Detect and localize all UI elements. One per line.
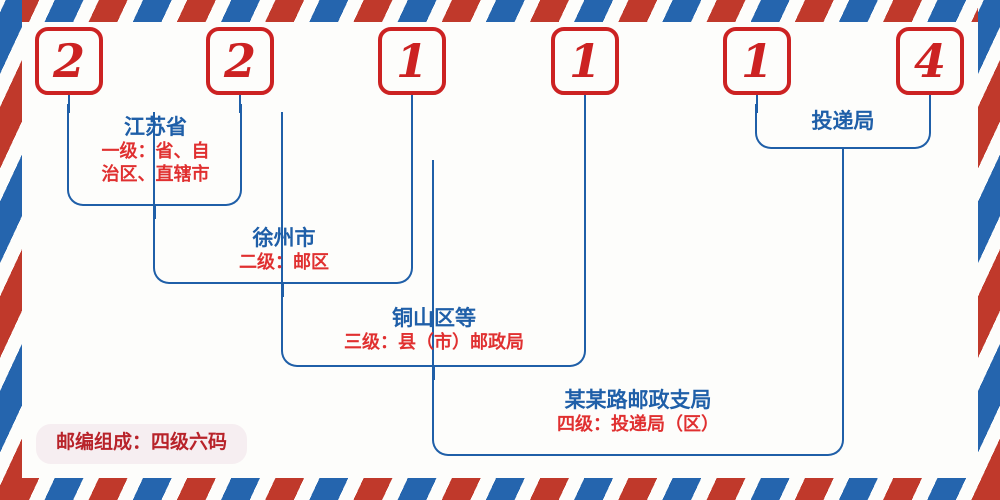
label-level-2: 徐州市 二级：邮区 (180, 225, 388, 274)
postcode-digit-5: 1 (740, 34, 773, 88)
label-delivery-office: 投递局 (757, 108, 929, 134)
label-level-3: 铜山区等 三级：县（市）邮政局 (305, 305, 563, 354)
stem-digit-4 (584, 95, 586, 113)
postcode-digit-1: 2 (52, 34, 85, 88)
label-level-1-subtitle-line1: 一级：省、自 (101, 140, 210, 162)
legend-badge: 邮编组成：四级六码 (36, 424, 248, 464)
label-level-1-subtitle-line2: 治区、直辖市 (101, 164, 210, 185)
label-level-4-title: 某某路邮政支局 (564, 387, 712, 412)
postcode-digit-box-1[interactable]: 2 (35, 27, 103, 95)
postcode-digit-box-3[interactable]: 1 (378, 27, 446, 95)
bracket-level-4 (432, 160, 844, 456)
postcode-digit-box-6[interactable]: 4 (896, 27, 964, 95)
postcode-digit-3: 1 (395, 34, 428, 88)
label-delivery-office-title: 投递局 (811, 108, 875, 133)
airmail-border-right (978, 0, 1000, 500)
postcode-digit-box-2[interactable]: 2 (206, 27, 274, 95)
stem-level-1 (154, 205, 156, 219)
label-level-3-title: 铜山区等 (392, 305, 476, 330)
label-level-1: 江苏省 一级：省、自 治区、直辖市 (58, 114, 253, 186)
stem-digit-3 (411, 95, 413, 113)
label-level-1-title: 江苏省 (124, 114, 187, 139)
stem-delivery-office (842, 148, 844, 162)
label-level-2-title: 徐州市 (252, 225, 316, 250)
label-level-3-subtitle-line1: 三级：县（市）邮政局 (344, 331, 524, 353)
label-level-4: 某某路邮政支局 四级：投递局（区） (488, 387, 788, 436)
airmail-border-bottom (0, 478, 1000, 500)
airmail-border-top (0, 0, 1000, 22)
label-level-2-subtitle-line1: 二级：邮区 (239, 251, 329, 273)
legend-badge-text: 邮编组成：四级六码 (56, 431, 228, 453)
stem-level-3 (433, 366, 435, 380)
postcode-digit-6: 4 (913, 34, 946, 88)
postcode-digit-box-5[interactable]: 1 (723, 27, 791, 95)
label-level-4-subtitle-line1: 四级：投递局（区） (557, 413, 719, 435)
postcode-digit-box-4[interactable]: 1 (551, 27, 619, 95)
postcode-digit-2: 2 (223, 34, 256, 88)
stem-level-2 (282, 283, 284, 297)
airmail-border-left (0, 0, 22, 500)
postcode-digit-4: 1 (568, 34, 601, 88)
